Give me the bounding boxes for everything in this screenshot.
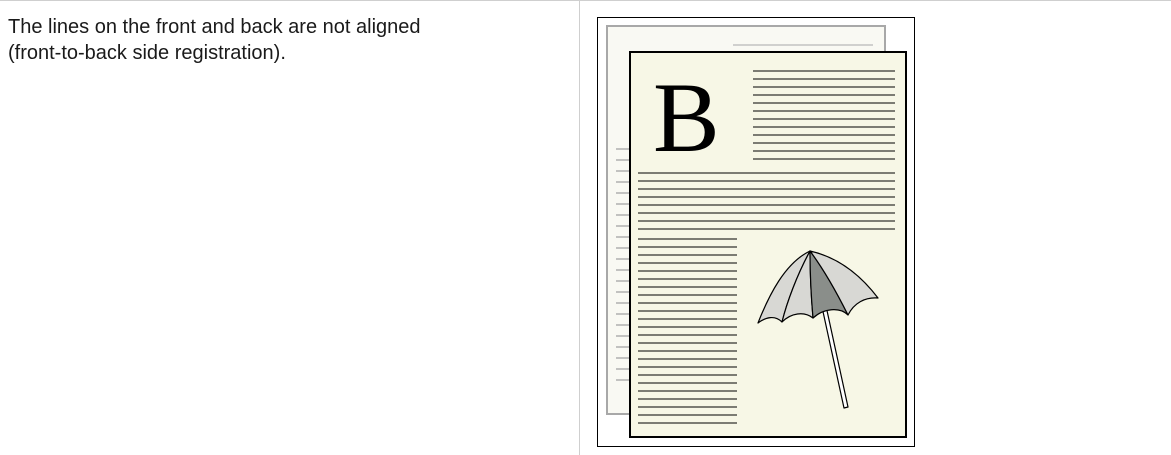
description-line-1: The lines on the front and back are not … <box>8 14 571 40</box>
description-line-2: (front-to-back side registration). <box>8 40 571 66</box>
drop-cap-letter: B <box>653 62 720 173</box>
front-sheet: B <box>630 52 906 437</box>
misregistration-illustration: B <box>597 17 915 447</box>
description-cell: The lines on the front and back are not … <box>0 1 580 455</box>
illustration-cell: B <box>581 1 1171 455</box>
